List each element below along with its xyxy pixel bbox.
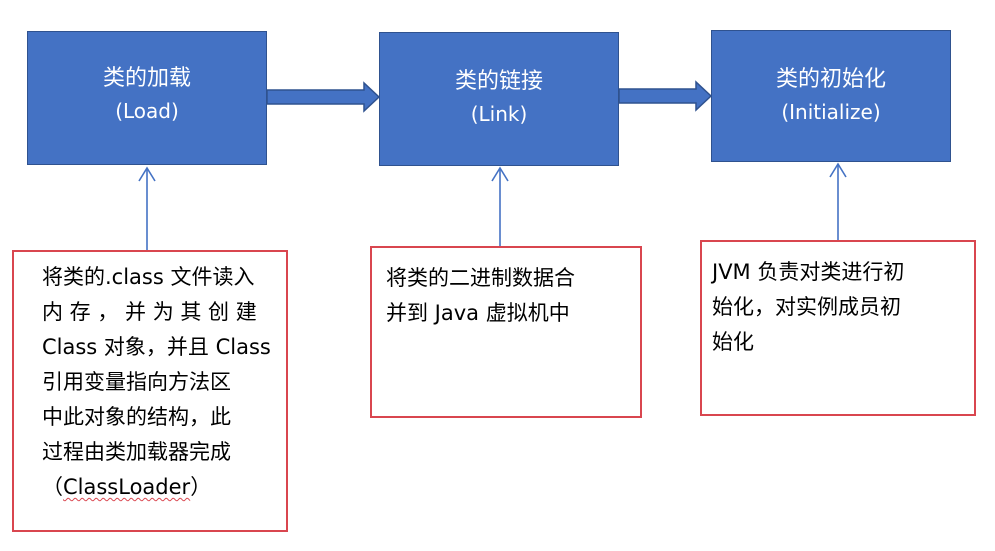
phase-title-link: 类的链接 bbox=[454, 69, 543, 94]
note-init-line: 始化，对实例成员初 bbox=[712, 295, 901, 319]
open-paren: （ bbox=[42, 475, 63, 499]
flow-arrow-link-init bbox=[618, 80, 713, 112]
pointer-arrow-link bbox=[491, 166, 509, 246]
pointer-arrow-init bbox=[829, 162, 847, 240]
pointer-arrow-load bbox=[138, 166, 156, 250]
note-init-line: 始化 bbox=[712, 330, 754, 354]
note-load-last-line: （ClassLoader） bbox=[42, 470, 278, 505]
phase-title-load: 类的加载 bbox=[102, 66, 191, 91]
classloader-word: ClassLoader bbox=[63, 475, 191, 499]
phase-subtitle-initialize: (Initialize) bbox=[781, 100, 881, 125]
note-load-line: 引用变量指向方法区 bbox=[42, 370, 231, 394]
phase-subtitle-link: (Link) bbox=[470, 102, 528, 127]
note-box-link: 将类的二进制数据合 并到 Java 虚拟机中 bbox=[370, 246, 642, 418]
note-load-line: 过程由类加载器完成 bbox=[42, 440, 231, 464]
phase-box-load: 类的加载 (Load) bbox=[27, 31, 267, 165]
note-load-line: Class 对象，并且 Class bbox=[42, 335, 271, 359]
note-load-line: 将类的.class 文件读入 bbox=[42, 265, 255, 289]
phase-title-initialize: 类的初始化 bbox=[775, 67, 886, 92]
flow-arrow-load-link bbox=[266, 81, 381, 113]
note-init-line: JVM 负责对类进行初 bbox=[712, 260, 905, 284]
phase-box-initialize: 类的初始化 (Initialize) bbox=[711, 30, 951, 162]
note-load-line: 中此对象的结构，此 bbox=[42, 405, 231, 429]
phase-box-link: 类的链接 (Link) bbox=[379, 32, 619, 166]
note-link-line: 并到 Java 虚拟机中 bbox=[386, 301, 570, 325]
phase-subtitle-load: (Load) bbox=[115, 99, 179, 124]
note-box-load: 将类的.class 文件读入 内 存 ， 并 为 其 创 建 Class 对象，… bbox=[12, 250, 288, 532]
note-box-initialize: JVM 负责对类进行初 始化，对实例成员初 始化 bbox=[700, 240, 976, 416]
note-load-line: 内 存 ， 并 为 其 创 建 bbox=[42, 300, 257, 324]
note-link-line: 将类的二进制数据合 bbox=[386, 266, 575, 290]
close-paren: ） bbox=[190, 475, 212, 499]
